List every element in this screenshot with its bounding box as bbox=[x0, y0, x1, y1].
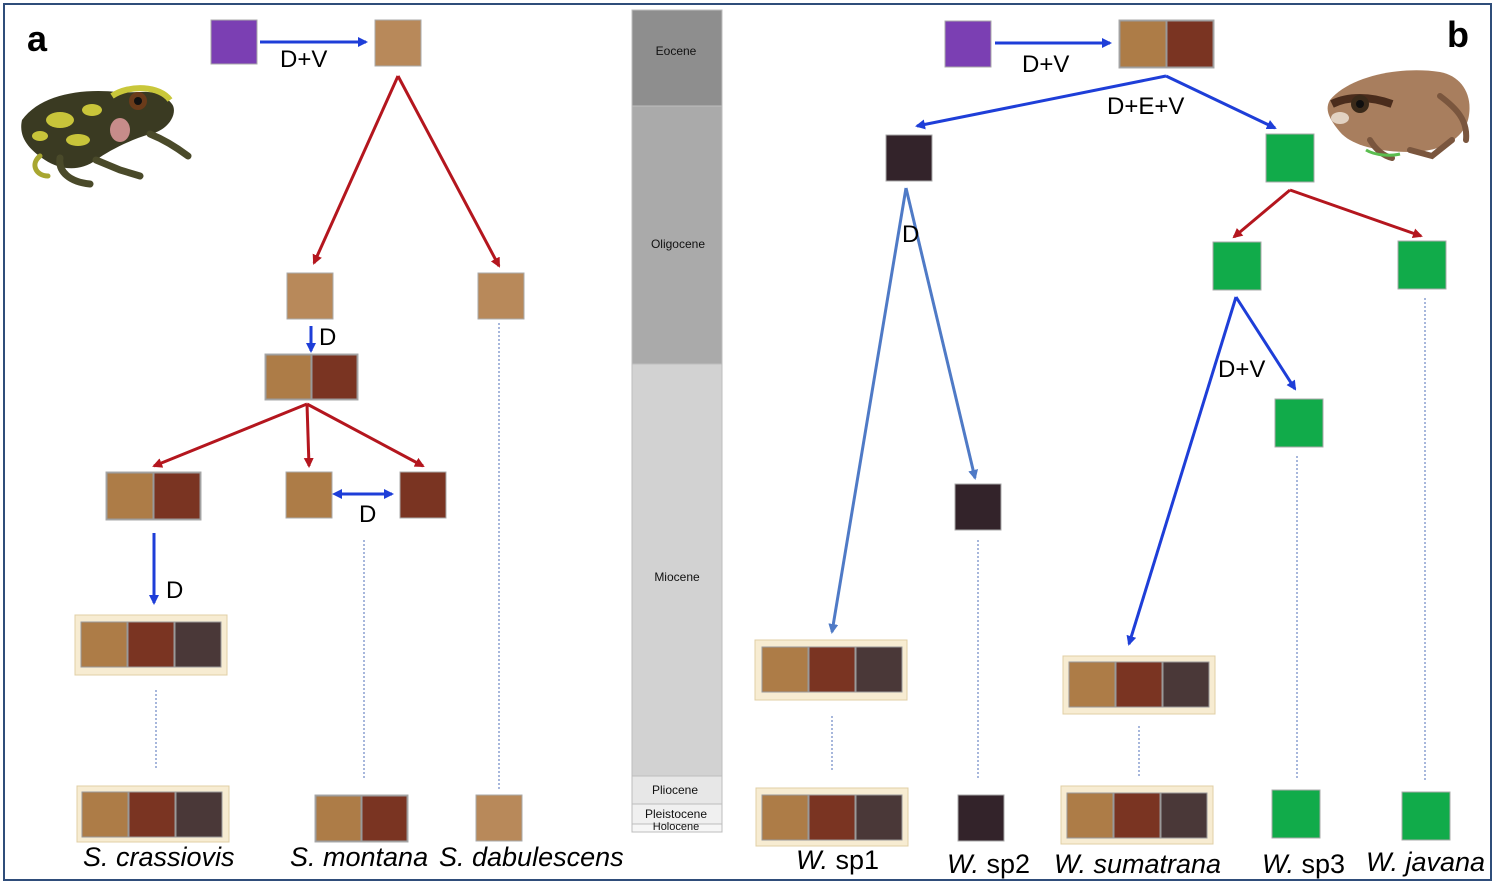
a-tip-montana bbox=[314, 794, 409, 843]
b-sp2-node bbox=[954, 483, 1002, 531]
figure-frame bbox=[3, 3, 1492, 881]
b-green-split-right-arrow bbox=[1289, 188, 1423, 239]
b-branch-to-sp1-arrow bbox=[828, 187, 908, 634]
epoch-label-holocene: Holocene bbox=[652, 821, 700, 833]
epoch-label-miocene: Miocene bbox=[654, 570, 700, 584]
panel-a-label: a bbox=[27, 18, 48, 59]
epoch-eocene-band bbox=[631, 9, 723, 107]
brown-frog-icon bbox=[1327, 70, 1470, 161]
b-tip-sp2 bbox=[957, 794, 1005, 842]
b-sumatrana-three-area-node bbox=[1062, 655, 1216, 715]
b-tip-sumatrana bbox=[1060, 785, 1214, 845]
species-label-w-sp3: W. sp3 bbox=[1262, 849, 1346, 879]
a-montana-tan-node bbox=[285, 471, 333, 519]
species-label-w-sumatrana: W. sumatrana bbox=[1054, 849, 1222, 879]
a-crassiovis-three-area-node bbox=[74, 614, 228, 676]
species-label-w-javana: W. javana bbox=[1366, 847, 1486, 877]
a-branch-to-montana-arrow bbox=[303, 403, 314, 468]
b-root-event-label: D+V bbox=[1022, 51, 1070, 78]
spotted-frog-icon bbox=[21, 85, 192, 188]
a-node2-event-label: D bbox=[359, 501, 377, 528]
a-branch-to-rust-arrow bbox=[306, 402, 425, 468]
a-node3-event-label: D bbox=[166, 577, 184, 604]
b-split-event-label: D+E+V bbox=[1107, 93, 1185, 120]
panel-a-tree bbox=[74, 19, 525, 843]
a-tip-dabulescens bbox=[475, 794, 523, 842]
a-split-left-arrow bbox=[312, 75, 400, 265]
epoch-label-pleistocene: Pleistocene bbox=[644, 807, 708, 821]
panel-b-label: b bbox=[1447, 14, 1469, 55]
b-root-two-area-node bbox=[1118, 19, 1215, 69]
b-branch-to-sp2-arrow bbox=[904, 187, 979, 480]
a-crassiovis-ancestor-node bbox=[105, 471, 202, 521]
b-javana-node bbox=[1397, 240, 1447, 290]
b-left-event-label: D bbox=[902, 221, 920, 248]
a-right-node bbox=[477, 272, 525, 320]
a-split-right-arrow bbox=[396, 75, 501, 268]
species-label-s-montana: S. montana bbox=[290, 842, 429, 872]
species-label-w-sp1: W. sp1 bbox=[796, 845, 880, 875]
species-label-w-sp2: W. sp2 bbox=[947, 849, 1031, 879]
b-tip-sp3 bbox=[1271, 789, 1321, 839]
a-two-area-node bbox=[264, 353, 359, 401]
a-root-node bbox=[374, 19, 422, 67]
a-ancestral-purple-node bbox=[210, 19, 258, 65]
panel-b-tree bbox=[754, 19, 1451, 847]
a-montana-rust-node bbox=[399, 471, 447, 519]
b-tip-javana bbox=[1401, 791, 1451, 841]
epoch-holocene-band bbox=[631, 823, 723, 833]
species-label-s-dabulescens: S. dabulescens bbox=[439, 842, 624, 872]
epoch-label-pliocene: Pliocene bbox=[651, 783, 699, 797]
b-tip-sp1 bbox=[755, 787, 909, 847]
epoch-label-oligocene: Oligocene bbox=[650, 237, 706, 251]
a-node1-event-label: D bbox=[319, 324, 337, 351]
epoch-oligocene-band bbox=[631, 105, 723, 365]
a-tip-crassiovis bbox=[76, 785, 230, 843]
epoch-miocene-band bbox=[631, 363, 723, 777]
species-label-s-crassiovis: S. crassiovis bbox=[83, 842, 235, 872]
epoch-label-eocene: Eocene bbox=[655, 44, 697, 58]
b-sp3-node bbox=[1274, 398, 1324, 448]
epoch-pliocene-band bbox=[631, 775, 723, 805]
b-dark-node bbox=[885, 134, 933, 182]
b-split-right-arrow bbox=[1165, 74, 1277, 130]
b-green-split-left-arrow bbox=[1232, 188, 1291, 239]
b-branch-to-sp3-arrow bbox=[1234, 296, 1297, 391]
b-ancestral-purple-node bbox=[944, 20, 992, 68]
b-split-left-arrow bbox=[915, 74, 1167, 130]
b-right-event-label: D+V bbox=[1218, 356, 1266, 383]
a-left-node bbox=[286, 272, 334, 320]
b-sp1-three-area-node bbox=[754, 639, 908, 701]
b-green-left-node bbox=[1212, 241, 1262, 291]
a-branch-to-crassiovis-arrow bbox=[152, 402, 308, 468]
geologic-timescale bbox=[631, 9, 723, 833]
b-branch-to-sumatrana-arrow bbox=[1126, 296, 1238, 646]
a-root-event-label: D+V bbox=[280, 46, 328, 73]
b-green-node bbox=[1265, 133, 1315, 183]
